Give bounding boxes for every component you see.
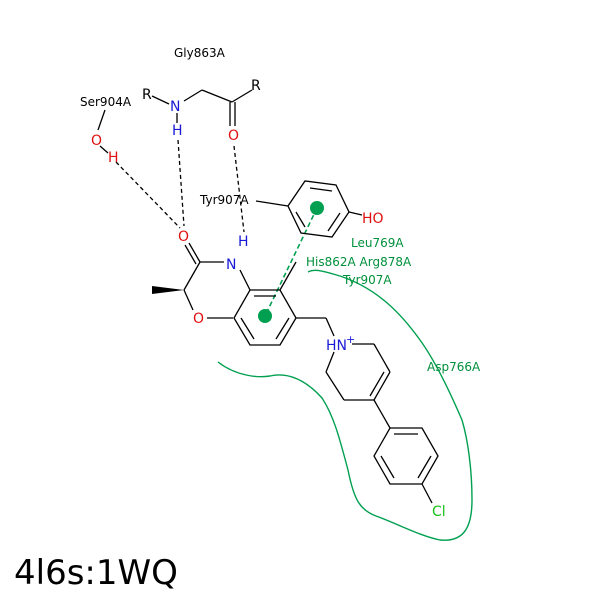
atom-n-piperidine: HN (326, 338, 347, 354)
pi-center-tyr (310, 201, 324, 215)
atom-plus-charge: + (346, 333, 355, 346)
atom-r2: R (251, 78, 261, 94)
atom-chlorine: Cl (432, 504, 446, 520)
pi-center-ligand (258, 309, 272, 323)
residue-leu769-label: Leu769A (351, 236, 404, 250)
atom-h-ser: H (108, 150, 119, 166)
atom-h-ring: H (238, 234, 249, 250)
ligand-core (152, 242, 335, 346)
diagram-title: 4l6s:1WQ (14, 553, 178, 593)
ser904-oh-bond (99, 145, 109, 154)
atom-n-backbone: N (170, 99, 180, 115)
methyl-wedge (152, 286, 184, 294)
atom-h-backbone: H (172, 123, 183, 139)
atom-oh-tyr: HO (362, 211, 384, 227)
residue-tyr907-label: Tyr907A (199, 193, 249, 207)
residue-his-arg-label: His862A Arg878A (306, 255, 412, 269)
pocket-contour (217, 269, 473, 541)
atom-o-ring-carbonyl: O (178, 229, 189, 245)
atom-o-ring: O (193, 311, 204, 327)
hbond-ser-oh (115, 161, 181, 229)
ser904-bond (97, 109, 106, 131)
hbond-gly-nh (177, 139, 185, 227)
atom-r1: R (142, 87, 152, 103)
residue-ser904-label: Ser904A (80, 95, 132, 109)
atom-o-ser: O (91, 133, 102, 149)
residue-asp766-label: Asp766A (427, 360, 481, 374)
atom-n-ring: N (226, 257, 236, 273)
chlorophenyl-ring (373, 399, 439, 504)
hbond-gly-co (233, 145, 245, 233)
residue-tyr907-green-label: Tyr907A (342, 273, 392, 287)
tetrahydropyridine-ring (325, 343, 391, 401)
atom-o-carbonyl: O (228, 128, 239, 144)
gly863-backbone (151, 89, 253, 126)
tyr907-ring (255, 180, 363, 238)
residue-gly863-label: Gly863A (174, 46, 226, 60)
pi-stacking-line (264, 207, 318, 317)
